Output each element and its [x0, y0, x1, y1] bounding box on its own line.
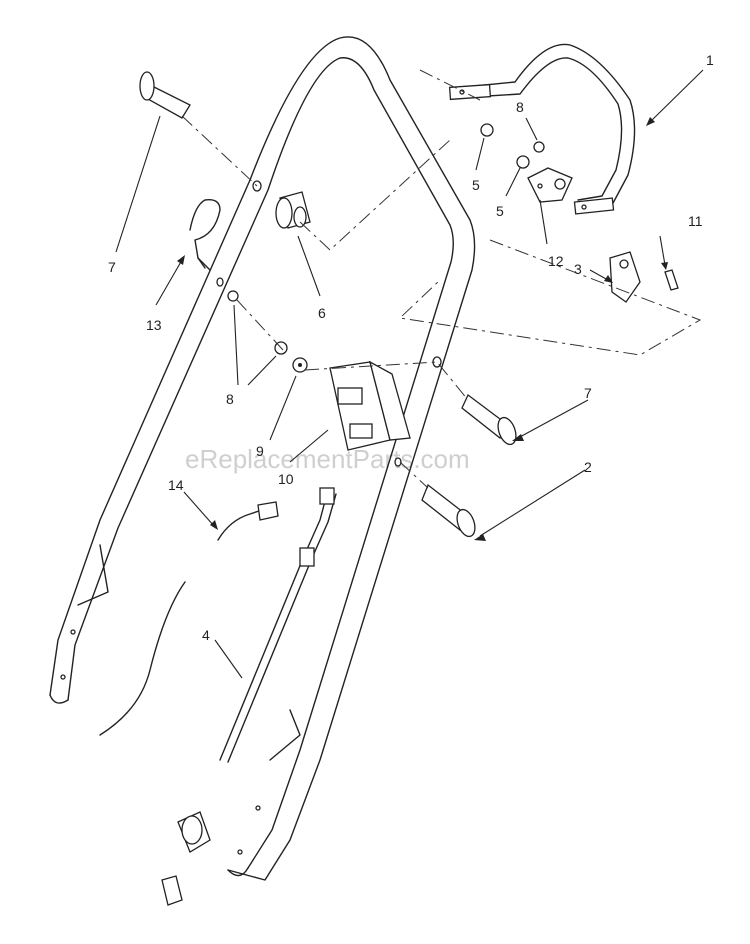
callout-labels: 1 2 3 4 5 5 6 7 7 8 8 9 10 11 12 13 14 — [108, 52, 714, 643]
callout-3: 3 — [574, 261, 582, 277]
wire-part — [99, 501, 279, 736]
callout-11: 11 — [688, 213, 703, 229]
callout-12: 12 — [548, 253, 564, 269]
bail-part — [189, 199, 221, 271]
knob-part — [275, 191, 311, 229]
bracket-part — [527, 167, 573, 203]
callout-8b: 8 — [226, 391, 234, 407]
callout-1: 1 — [706, 52, 714, 68]
cable-part — [161, 487, 337, 906]
callout-6: 6 — [318, 305, 326, 321]
callout-9: 9 — [256, 443, 264, 459]
callout-7a: 7 — [108, 259, 116, 275]
callout-5b: 5 — [496, 203, 504, 219]
callout-4: 4 — [202, 627, 210, 643]
cable-block-part — [329, 360, 411, 451]
callout-2: 2 — [584, 459, 592, 475]
assembly-lines — [181, 69, 702, 489]
callout-8a: 8 — [516, 99, 524, 115]
leader-lines — [115, 69, 704, 679]
callout-14: 14 — [168, 477, 184, 493]
latch-part — [609, 251, 679, 303]
callout-13: 13 — [146, 317, 162, 333]
callout-10: 10 — [278, 471, 294, 487]
nut-parts — [227, 123, 545, 373]
watermark-text: eReplacementParts.com — [185, 444, 470, 474]
callout-7b: 7 — [584, 385, 592, 401]
bolt-parts — [139, 71, 517, 538]
callout-5a: 5 — [472, 177, 480, 193]
